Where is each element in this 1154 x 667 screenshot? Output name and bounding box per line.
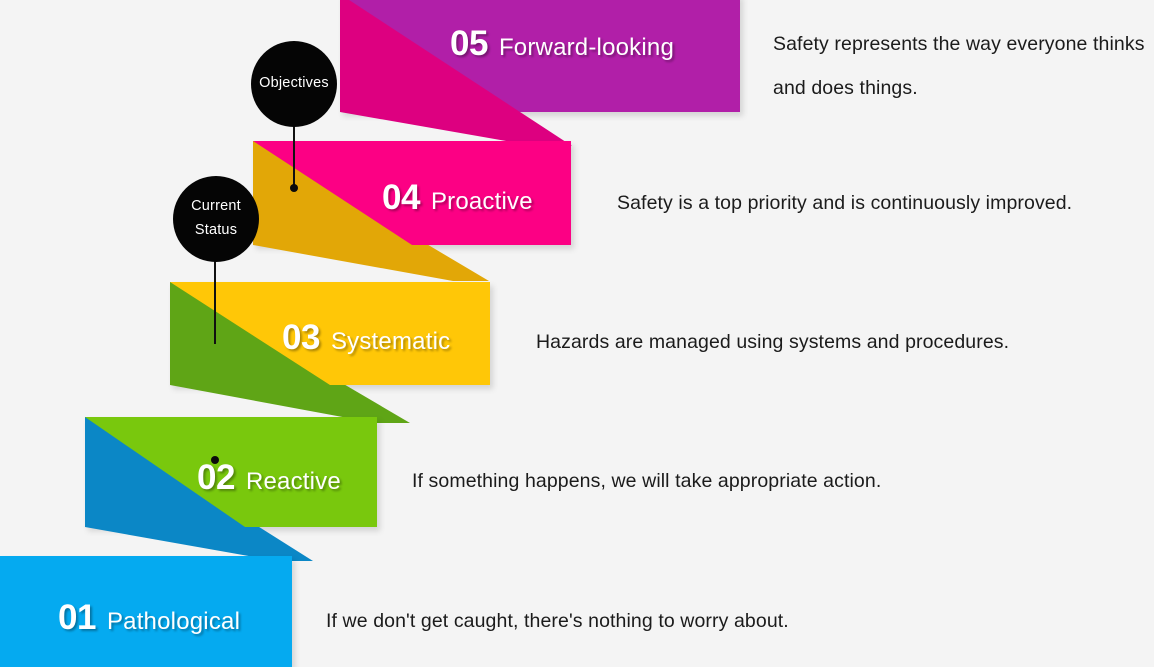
step-02-label: 02 Reactive <box>197 458 341 498</box>
current-status-stem <box>214 236 216 344</box>
step-03-description: Hazards are managed using systems and pr… <box>536 331 1010 353</box>
step-03-number: 03 <box>282 318 320 357</box>
objectives-stem-dot <box>290 184 298 192</box>
step-02-description: If something happens, we will take appro… <box>412 470 882 492</box>
step-01-number: 01 <box>58 598 96 637</box>
objectives-label-line1: Objectives <box>259 75 329 92</box>
step-block-01[interactable]: 01 Pathological <box>0 556 295 667</box>
step-05-description: Safety represents the way everyone think… <box>773 33 1145 99</box>
step-04-name: Proactive <box>430 188 533 215</box>
step-01-description: If we don't get caught, there's nothing … <box>326 610 789 632</box>
step-05-number: 05 <box>450 24 488 63</box>
step-05-name: Forward-looking <box>498 34 675 61</box>
step-01-label: 01 Pathological <box>58 598 240 638</box>
step-04-number: 04 <box>382 178 420 217</box>
step-02-number: 02 <box>197 458 235 497</box>
current-status-stem-dot <box>211 456 219 464</box>
objectives-bubble[interactable]: Objectives <box>251 41 337 127</box>
step-01-slab <box>0 556 292 667</box>
step-03-label: 03 Systematic <box>282 318 450 358</box>
step-05-label: 05 Forward-looking <box>450 24 674 64</box>
current-status-label-line2: Status <box>194 222 238 238</box>
objectives-stem <box>293 101 295 191</box>
current-status-label-line1: Current <box>191 198 241 215</box>
current-status-bubble[interactable]: Current Status <box>173 176 259 262</box>
step-04-label: 04 Proactive <box>382 178 533 218</box>
step-03-name: Systematic <box>330 328 451 355</box>
step-01-name: Pathological <box>106 608 241 635</box>
step-02-name: Reactive <box>245 468 341 495</box>
step-04-description: Safety is a top priority and is continuo… <box>617 192 1073 214</box>
